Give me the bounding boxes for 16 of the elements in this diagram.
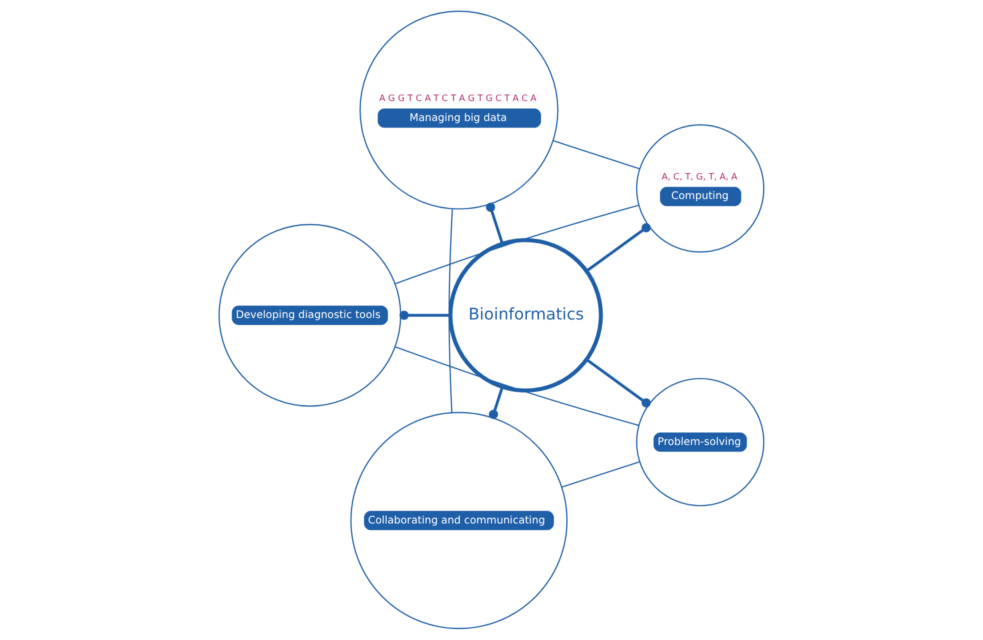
connector [488,386,504,419]
connector [399,310,450,320]
connector [448,208,453,413]
node-circle: Bioinformatics [448,238,603,393]
node-circle: Developing diagnostic tools [218,224,402,407]
connector [486,202,504,244]
connector [394,346,639,426]
connector [562,461,640,488]
node-circle: A G G T C A T C T A G T G C T A C A Managing big data [360,10,558,210]
connector [394,204,639,284]
node-circle: Collaborating and communicating [350,412,568,630]
connector [586,223,651,272]
connector [552,140,640,170]
connector [586,358,651,408]
node-circle: A, C, T, G, T, A, A Computing [636,124,764,253]
node-circle: Problem-solving [636,378,764,506]
